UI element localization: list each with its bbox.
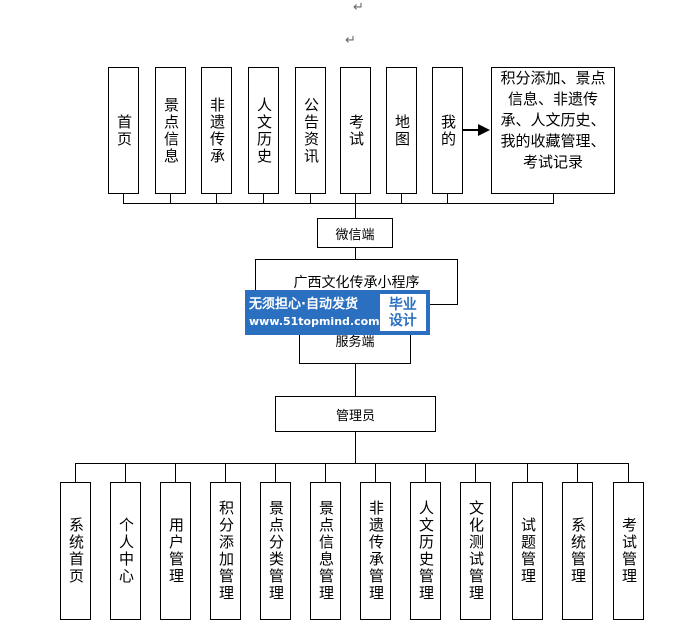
module-home: 首页	[108, 67, 139, 194]
admin-module-points: 积分添加管理	[210, 482, 241, 620]
connector-map	[401, 194, 402, 203]
drop-8	[425, 463, 426, 482]
wechat-to-app-line	[355, 248, 356, 259]
connector-exam	[355, 194, 356, 218]
arrow-head	[478, 124, 490, 136]
admin-module-system: 系统管理	[562, 482, 593, 620]
connector-note	[553, 194, 554, 203]
admin-module-scenic-info: 景点信息管理	[310, 482, 341, 620]
admin-module-dashboard: 系统首页	[60, 482, 91, 620]
my-page-features-note: 积分添加、景点信息、非遗传承、人文历史、我的收藏管理、考试记录	[491, 67, 615, 194]
watermark-badge: 毕业 设计	[379, 294, 426, 331]
drop-6	[325, 463, 326, 482]
drop-3	[175, 463, 176, 482]
server-to-admin-line	[355, 364, 356, 396]
module-announcements: 公告资讯	[295, 67, 326, 194]
drop-11	[577, 463, 578, 482]
admin-module-profile: 个人中心	[110, 482, 141, 620]
module-scenic-info: 景点信息	[155, 67, 186, 194]
drop-4	[225, 463, 226, 482]
top-bus-line	[123, 203, 554, 204]
connector-announcements	[310, 194, 311, 203]
admin-module-culture-tests: 文化测试管理	[460, 482, 491, 620]
drop-12	[628, 463, 629, 482]
wechat-box: 微信端	[317, 218, 393, 248]
drop-2	[125, 463, 126, 482]
connector-history	[263, 194, 264, 203]
admin-box: 管理员	[275, 396, 436, 432]
connector-scenic	[170, 194, 171, 203]
connector-mine	[447, 194, 448, 203]
connector-heritage	[216, 194, 217, 203]
watermark-banner: 无须担心·自动发货 www.51topmind.com 毕业 设计	[245, 290, 430, 335]
drop-1	[75, 463, 76, 482]
drop-9	[475, 463, 476, 482]
module-exam: 考试	[340, 67, 371, 194]
module-heritage: 非遗传承	[201, 67, 232, 194]
drop-5	[275, 463, 276, 482]
bottom-bus-line	[75, 463, 629, 464]
paragraph-mark-2: ↵	[345, 33, 356, 48]
app-title: 广西文化传承小程序	[293, 275, 420, 291]
watermark-line2: www.51topmind.com	[249, 314, 380, 328]
module-map: 地图	[386, 67, 417, 194]
connector-home	[123, 194, 124, 203]
arrow-line	[463, 129, 480, 131]
admin-module-exams: 考试管理	[613, 482, 644, 620]
server-label: 服务端	[335, 335, 375, 350]
watermark-line1: 无须担心·自动发货	[249, 296, 358, 312]
drop-7	[375, 463, 376, 482]
module-mine: 我的	[432, 67, 463, 194]
admin-module-heritage: 非遗传承管理	[360, 482, 391, 620]
paragraph-mark-1: ↵	[353, 0, 364, 15]
admin-module-scenic-categories: 景点分类管理	[260, 482, 291, 620]
module-history: 人文历史	[248, 67, 279, 194]
drop-10	[527, 463, 528, 482]
admin-module-questions: 试题管理	[512, 482, 543, 620]
admin-down-line	[355, 432, 356, 463]
admin-module-users: 用户管理	[160, 482, 191, 620]
admin-module-history: 人文历史管理	[410, 482, 441, 620]
